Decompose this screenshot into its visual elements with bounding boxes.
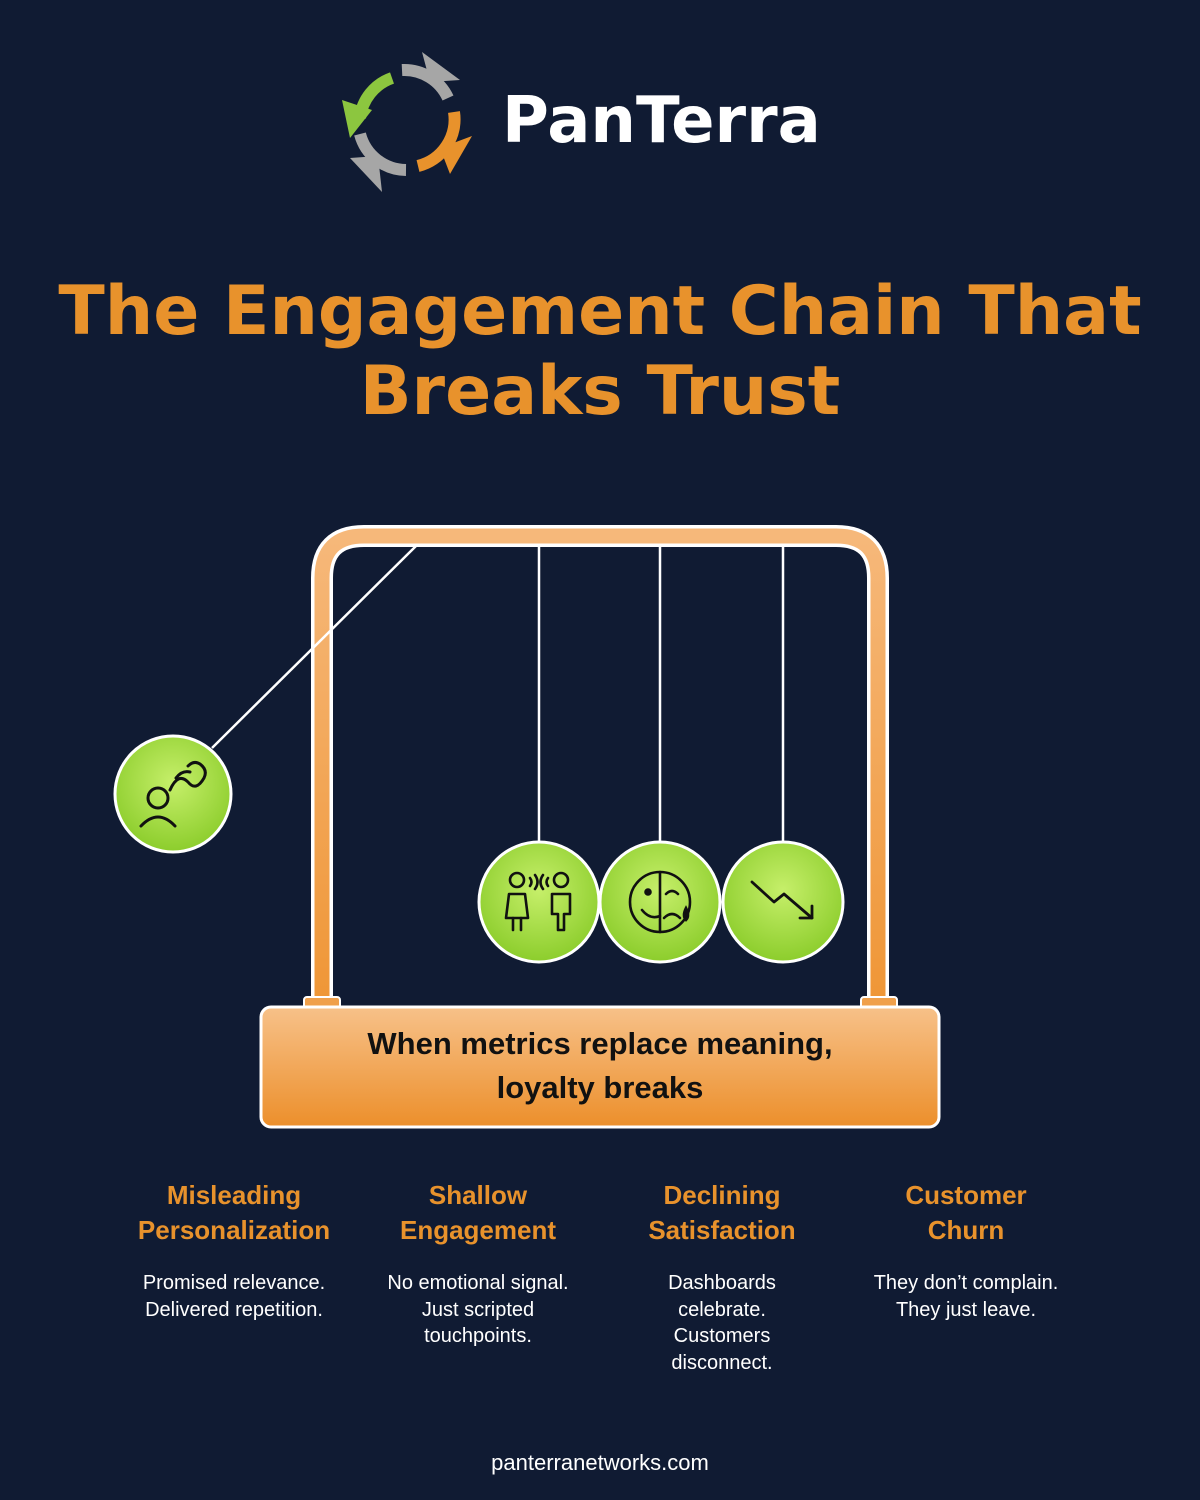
ball-two-people-talking [477,840,601,964]
stage-declining-satisfaction: Declining Satisfaction Dashboards celebr… [600,1178,844,1398]
footer-website-link[interactable]: panterranetworks.com [491,1450,709,1475]
ball-person-wavy-path [113,734,233,854]
stage-title-line-2: Personalization [137,1215,331,1245]
stage-title: Customer Churn [844,1178,1088,1248]
stage-desc-line: Promised relevance. [142,1272,326,1294]
stage-desc-line: No emotional signal. [387,1272,569,1294]
person-wavy-path-icon [139,760,207,828]
base-caption-line-1: When metrics replace meaning, [367,1026,833,1061]
stage-misleading-personalization: Misleading Personalization Promised rele… [112,1178,356,1398]
stage-columns: Misleading Personalization Promised rele… [112,1178,1088,1398]
title-line-2: Breaks Trust [359,352,841,431]
cradle-base [259,1005,941,1129]
stage-desc-line: celebrate. [678,1298,766,1321]
two-people-talking-icon [504,871,572,932]
stage-desc-line: Customers [673,1325,771,1347]
stage-title: Declining Satisfaction [600,1178,844,1248]
stage-title-line-2: Churn [927,1215,1005,1245]
stage-title-line-1: Shallow [428,1180,528,1210]
ball-trend-down [721,840,845,964]
cradle-base-caption: When metrics replace meaning, loyalty br… [262,1022,938,1110]
stage-description: Dashboards celebrate. Customers disconne… [600,1270,844,1376]
stage-desc-line: Just scripted [421,1298,535,1321]
panterra-logo-icon [342,52,472,192]
string-1 [211,545,417,749]
base-caption-line-2: loyalty breaks [496,1070,704,1105]
stage-title-line-1: Declining [663,1180,781,1210]
stage-title: Shallow Engagement [356,1178,600,1248]
stage-title-line-2: Satisfaction [648,1215,796,1245]
ball-half-smile-sad-face [598,840,722,964]
page-title: The Engagement Chain That Breaks Trust [0,272,1200,432]
stage-desc-line: Delivered repetition. [145,1298,323,1321]
stage-customer-churn: Customer Churn They don’t complain. They… [844,1178,1088,1398]
stage-title-line-2: Engagement [399,1215,557,1245]
stage-description: No emotional signal. Just scripted touch… [356,1270,600,1350]
newtons-cradle-diagram [113,525,941,1129]
stage-title-line-1: Misleading [166,1180,302,1210]
stage-description: Promised relevance. Delivered repetition… [112,1270,356,1323]
stage-title-line-1: Customer [905,1180,1027,1210]
stage-desc-line: touchpoints. [424,1325,532,1347]
trend-down-arrow-icon [750,880,814,920]
brand-logo: PanTerra [330,48,890,198]
stage-desc-line: Dashboards [668,1272,776,1294]
stage-shallow-engagement: Shallow Engagement No emotional signal. … [356,1178,600,1398]
title-line-1: The Engagement Chain That [58,272,1142,351]
stage-title: Misleading Personalization [112,1178,356,1248]
stage-desc-line: disconnect. [671,1351,773,1374]
stage-desc-line: They don’t complain. [873,1272,1059,1294]
stage-description: They don’t complain. They just leave. [844,1270,1088,1323]
half-smile-half-sad-face-icon [628,870,692,934]
brand-name: PanTerra [502,84,821,158]
stage-desc-line: They just leave. [895,1298,1037,1321]
